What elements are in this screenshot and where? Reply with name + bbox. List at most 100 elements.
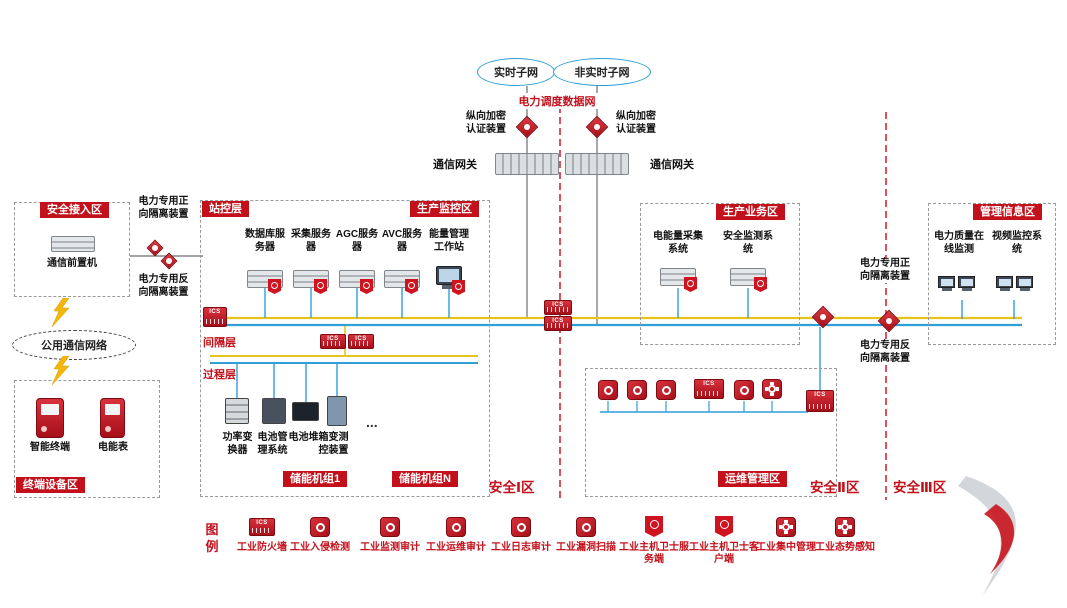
legend-ops-audit-icon [446,517,466,537]
vpn-encryption-icon-left [516,116,538,138]
battery-stack-icon [292,402,319,421]
host-guard-shield-icon [360,279,373,294]
non-realtime-subnet-label: 非实时子网 [574,67,630,79]
system-label-security-monitoring: 安全监测系统 [723,231,773,255]
legend-item-label: 工业入侵检测 [290,542,350,553]
wireless-lightning-icon-top [51,298,70,328]
host-guard-shield-icon [405,279,418,294]
terminal-zone-title: 终端设备区 [16,477,85,493]
system-label-power-quality: 电力质量在线监测 [934,231,984,255]
legend-vulnerability-scan-icon [576,517,596,537]
device-label-power-converter: 功率变换器 [222,432,253,456]
legend-item-label: 工业主机卫士服务端 [619,542,689,565]
non-realtime-subnet-ellipse: 非实时子网 [553,58,651,86]
dispatch-network-label: 电力调度数据网 [500,93,614,109]
vulnerability-scan-icon [734,380,754,400]
log-audit-ics-icon: ICS [694,379,724,399]
intrusion-detection-icon [598,380,618,400]
gateway-server-icon-right [565,153,629,175]
host-guard-shield-icon [314,279,327,294]
energy-meter-label: 电能表 [98,442,128,453]
forward-isolation-label-left: 电力专用正向隔离装置 [136,196,191,221]
legend-item-label: 工业运维审计 [426,542,486,553]
industrial-firewall-icon-ops: ICS [806,390,834,412]
legend-firewall-icon: ICS [249,518,275,536]
ics-firewall-icon-stack-bottom: ICS [544,316,572,331]
legend-item-label: 工业监测审计 [360,542,420,553]
reverse-isolation-label-right: 电力专用反向隔离装置 [857,340,913,365]
legend-host-guard-server-icon [645,516,663,537]
mgmt-info-title: 管理信息区 [973,204,1042,220]
battery-management-icon [262,398,286,424]
legend-item-label: 工业日志审计 [491,542,551,553]
server-label-avc: AVC服务器 [381,229,423,253]
legend-monitoring-audit-icon [380,517,400,537]
gateway-server-icon-left [495,153,559,175]
legend-situation-awareness-icon [835,517,855,537]
ics-firewall-icon-bay-b: ICS [348,334,374,349]
realtime-subnet-label: 实时子网 [494,67,538,79]
host-guard-shield-icon [684,277,697,292]
industrial-firewall-icon-station: ICS [203,307,227,327]
ics-label: ICS [327,336,339,342]
legend-item-label: 工业防火墙 [237,542,287,553]
device-label-bms: 电池管理系统 [257,432,288,456]
power-quality-pc-icon [938,276,955,291]
mgmt-info-zone-box [928,203,1056,345]
ops-zone-box [585,368,837,497]
isolation-device-icon-left-b [160,252,178,270]
box-transformer-icon [327,396,347,426]
vpn-encryption-icon-right [586,116,608,138]
ops-zone-title: 运维管理区 [718,471,787,487]
wireless-lightning-icon-bottom [51,356,70,386]
server-label-agc: AGC服务器 [335,229,379,253]
secure-access-zone-title: 安全接入区 [40,202,109,218]
ics-firewall-icon-bay-a: ICS [320,334,346,349]
security-zone2-label: 安全Ⅱ区 [810,480,860,495]
isolation-device-icon-left-a [146,239,164,257]
reverse-isolation-label-left: 电力专用反向隔离装置 [136,274,191,299]
server-label-acquisition: 采集服务器 [291,229,331,253]
ics-label: ICS [256,520,268,526]
system-label-video-monitoring: 视频监控系统 [992,231,1042,255]
legend-item-label: 工业态势感知 [815,542,875,553]
storage-unitN-title: 储能机组N [392,471,458,487]
brand-logo [958,476,1016,596]
storage-unit1-title: 储能机组1 [283,471,348,487]
video-monitoring-pc-icon [1016,276,1033,291]
server-label-database: 数据库服务器 [245,229,285,253]
smart-terminal-icon [36,398,64,438]
monitoring-audit-icon [627,380,647,400]
public-network-label: 公用通信网络 [41,340,107,352]
isolation-device-icon-right-a [812,306,834,328]
system-label-energy-acquisition: 电能量采集系统 [653,231,703,255]
workstation-label-ems: 能量管理工作站 [429,229,469,253]
terminal-zone-box [14,380,160,498]
forward-isolation-label-right: 电力专用正向隔离装置 [857,258,913,283]
security-zone3-label: 安全Ⅲ区 [893,480,947,495]
legend-host-guard-client-icon [715,516,733,537]
process-layer-label: 过程层 [203,369,236,381]
smart-terminal-label: 智能终端 [30,442,70,453]
public-network-ellipse: 公用通信网络 [12,330,136,360]
ics-label: ICS [552,302,564,308]
production-monitoring-title: 生产监控区 [410,201,479,217]
front-end-machine-label: 通信前置机 [47,258,97,269]
station-layer-title: 站控层 [202,201,249,217]
gateway-label-left: 通信网关 [433,159,477,171]
front-end-machine-icon [51,236,95,252]
bay-layer-label: 间隔层 [203,337,236,349]
video-monitoring-pc-icon [996,276,1013,291]
host-guard-shield-icon [268,279,281,294]
device-label-box-transformer: 箱变测控装置 [318,432,349,456]
vpn-device-label-right: 纵向加密认证装置 [616,111,656,135]
vpn-device-label-left: 纵向加密认证装置 [466,111,506,135]
station-zone-box [200,200,490,497]
ics-firewall-icon-stack-top: ICS [544,300,572,315]
legend-item-label: 工业集中管理 [756,542,816,553]
realtime-subnet-ellipse: 实时子网 [477,58,555,86]
central-management-gear-icon [762,379,782,399]
ics-label: ICS [552,318,564,324]
